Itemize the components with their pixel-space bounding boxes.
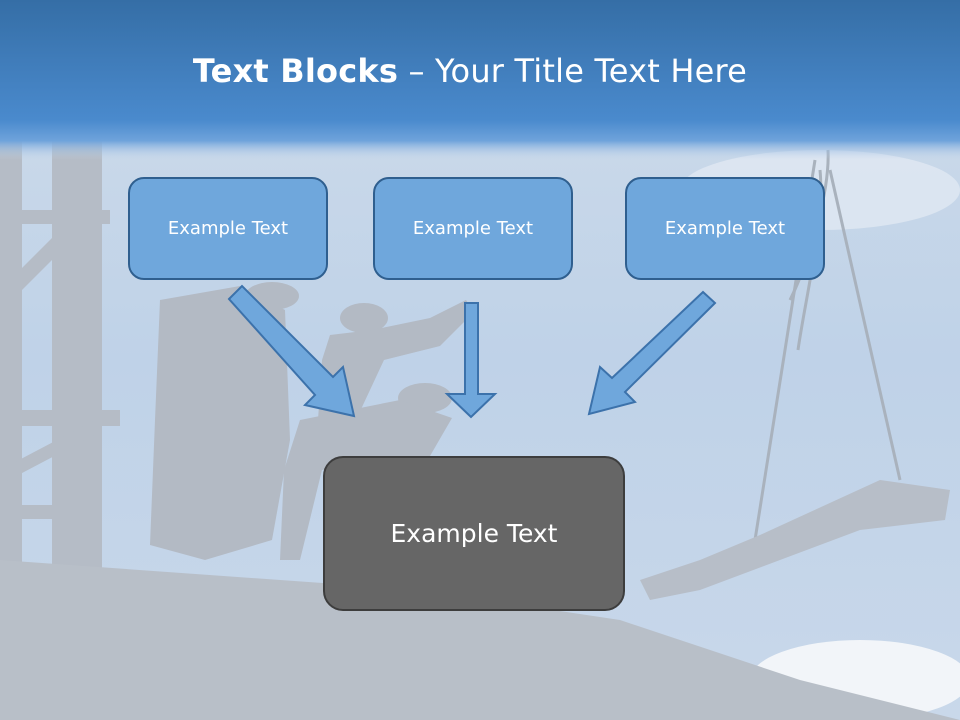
down-arrow-icon: [587, 290, 717, 416]
text-block-1[interactable]: Example Text: [128, 177, 328, 280]
slide-title-rest: – Your Title Text Here: [398, 52, 748, 90]
main-text-block[interactable]: Example Text: [323, 456, 625, 611]
slide-title-bold: Text Blocks: [192, 52, 399, 90]
slide-title: Text Blocks – Your Title Text Here: [0, 52, 940, 90]
text-block-2[interactable]: Example Text: [373, 177, 573, 280]
text-block-label: Example Text: [664, 218, 786, 239]
down-arrow-icon: [444, 302, 498, 419]
main-text-block-label: Example Text: [390, 519, 558, 548]
text-block-label: Example Text: [167, 218, 289, 239]
text-block-label: Example Text: [412, 218, 534, 239]
down-arrow-icon: [227, 284, 356, 418]
text-block-3[interactable]: Example Text: [625, 177, 825, 280]
